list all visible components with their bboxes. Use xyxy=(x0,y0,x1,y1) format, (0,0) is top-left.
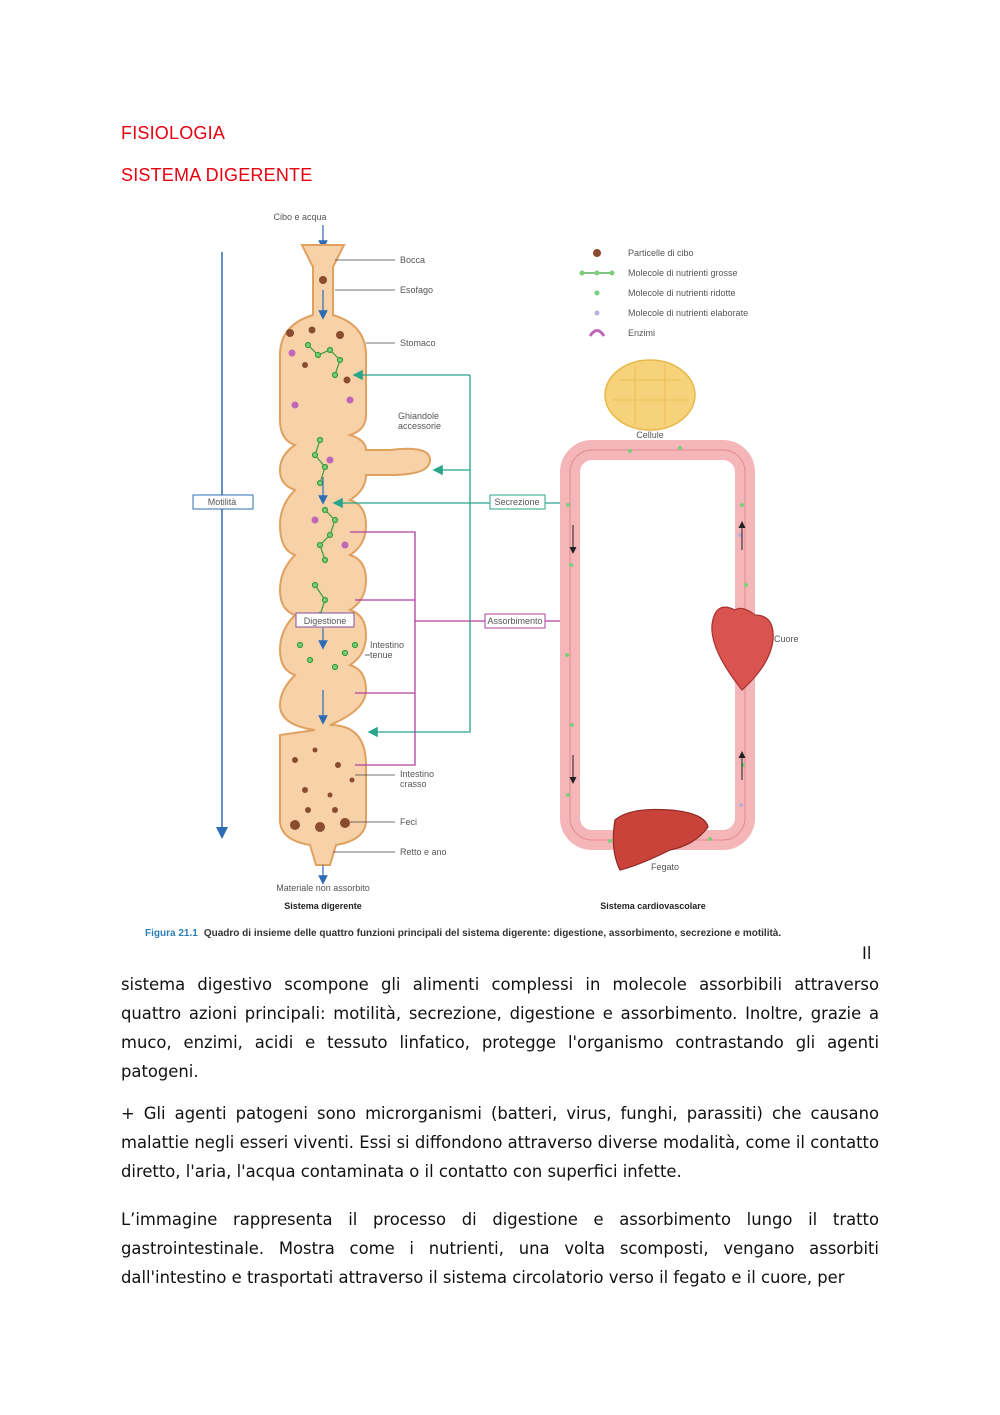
paragraph-lead-word: Il xyxy=(862,944,872,963)
absorption-label: Assorbimento xyxy=(487,616,542,626)
paragraph-pathogens: + Gli agenti patogeni sono microrganismi… xyxy=(121,1104,879,1181)
label-large-int-1: Intestino xyxy=(400,769,434,779)
label-mouth: Bocca xyxy=(400,255,425,265)
input-label: Cibo e acqua xyxy=(273,212,326,222)
digestive-system-figure: Cibo e acqua Motilità xyxy=(130,205,890,950)
legend-enzymes: Enzimi xyxy=(628,328,655,338)
food-particles xyxy=(286,276,355,832)
paragraph-intro: sistema digestivo scompone gli alimenti … xyxy=(121,975,879,1081)
secretion-paths xyxy=(332,369,570,738)
digestive-diagram: Cibo e acqua Motilità xyxy=(192,212,799,911)
label-glands-1: Ghiandole xyxy=(398,411,439,421)
label-cardio-system: Sistema cardiovascolare xyxy=(600,901,706,911)
paragraph-image-description: L’immagine rappresenta il processo di di… xyxy=(121,1210,879,1287)
label-small-int-2: tenue xyxy=(370,650,393,660)
label-feces: Feci xyxy=(400,817,417,827)
nutrient-molecules xyxy=(296,341,359,671)
digestive-tract xyxy=(278,244,432,866)
label-liver: Fegato xyxy=(651,862,679,872)
label-heart: Cuore xyxy=(774,634,799,644)
legend-small: Molecole di nutrienti ridotte xyxy=(628,288,736,298)
label-stomach: Stomaco xyxy=(400,338,436,348)
legend: Particelle di cibo Molecole di nutrienti… xyxy=(579,248,748,338)
label-small-int-1: Intestino xyxy=(370,640,404,650)
figure-caption: Figura 21.1 Quadro di insieme delle quatt… xyxy=(145,928,785,940)
section-title: SISTEMA DIGERENTE xyxy=(121,165,313,185)
liver-icon xyxy=(612,808,709,871)
digestion-label: Digestione xyxy=(304,616,347,626)
label-digestive-system: Sistema digerente xyxy=(284,901,362,911)
secretion-label: Secrezione xyxy=(494,497,539,507)
enzymes xyxy=(288,349,354,549)
heart-icon xyxy=(711,606,774,691)
figure-caption-text: Quadro di insieme delle quattro funzioni… xyxy=(203,928,782,939)
cells-cluster xyxy=(604,359,696,431)
label-esophagus: Esofago xyxy=(400,285,433,295)
page-title: FISIOLOGIA xyxy=(121,123,226,143)
label-cells: Cellule xyxy=(636,430,664,440)
figure-number: Figura 21.1 xyxy=(145,928,198,939)
label-rectum: Retto e ano xyxy=(400,847,447,857)
label-unabsorbed: Materiale non assorbito xyxy=(276,883,370,893)
legend-processed: Molecole di nutrienti elaborate xyxy=(628,308,748,318)
legend-large: Molecole di nutrienti grosse xyxy=(628,268,738,278)
label-glands-2: accessorie xyxy=(398,421,441,431)
motility-label: Motilità xyxy=(208,497,237,507)
legend-food: Particelle di cibo xyxy=(628,248,694,258)
label-large-int-2: crasso xyxy=(400,779,427,789)
